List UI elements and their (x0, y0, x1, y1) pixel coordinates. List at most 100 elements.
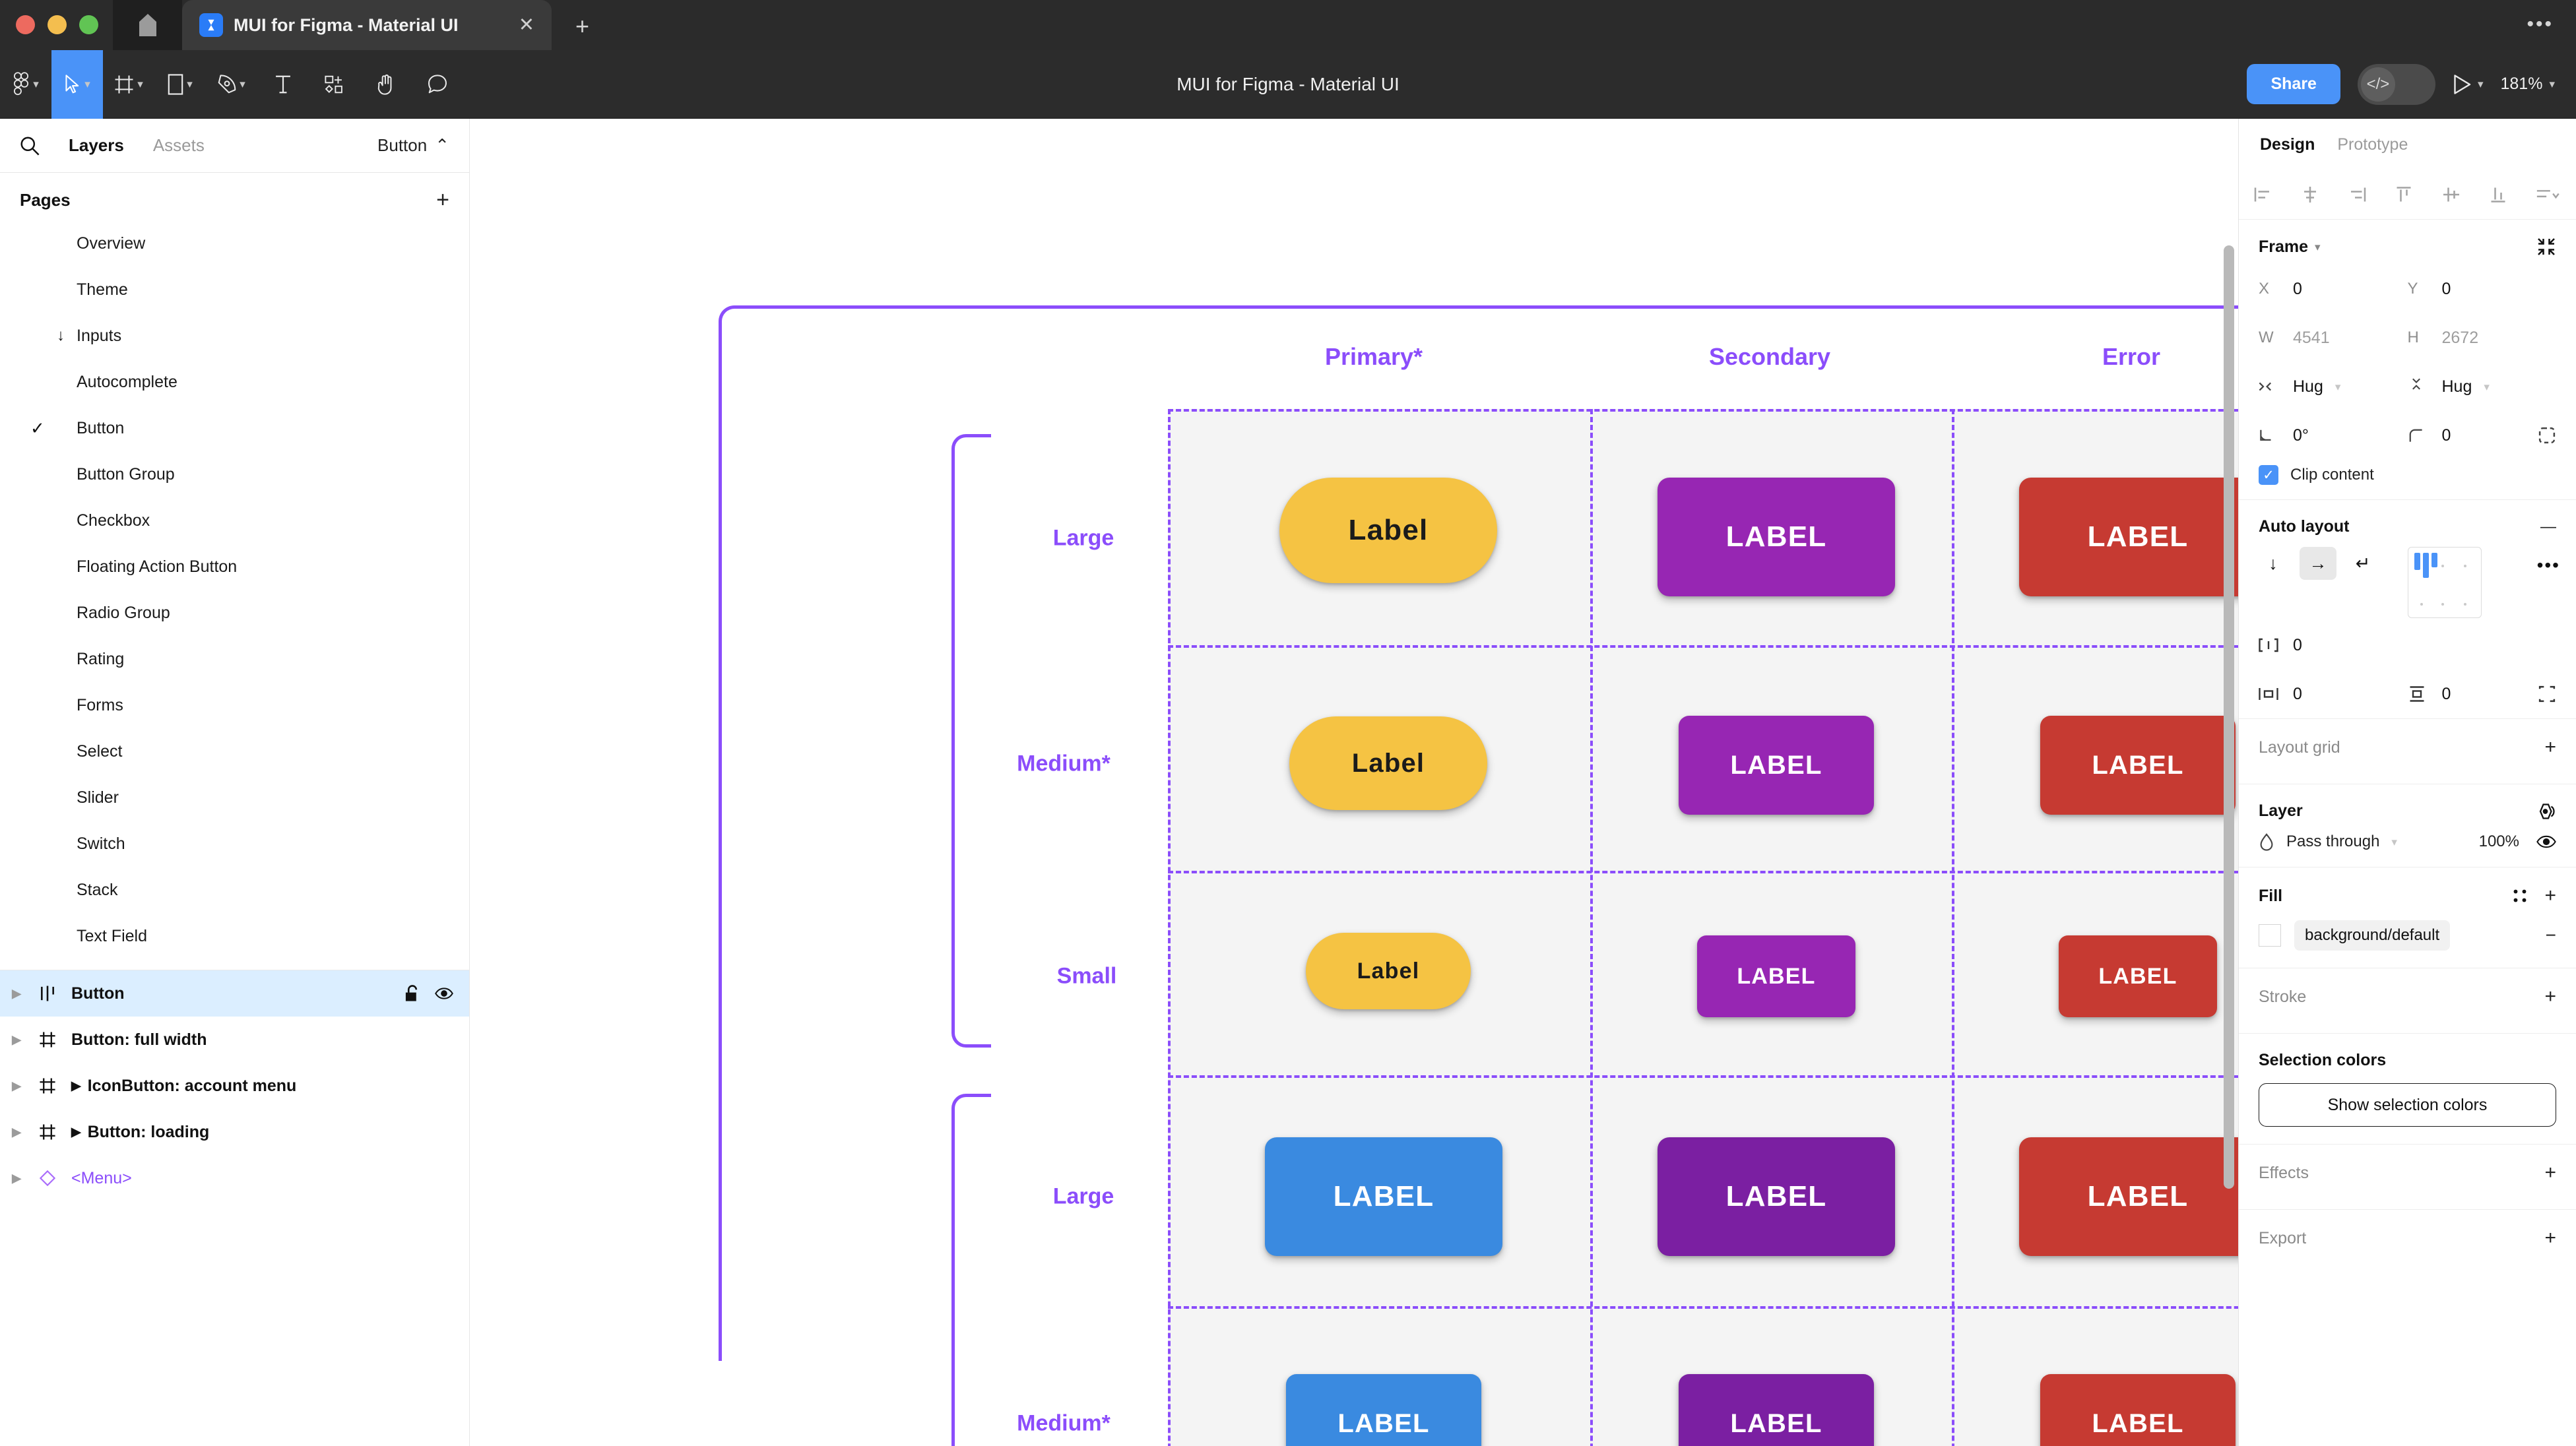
dev-mode-toggle[interactable]: </> (2357, 63, 2435, 105)
variant-button-contained-error-medium[interactable]: LABEL (2040, 1374, 2236, 1446)
variant-button-secondary-large[interactable]: LABEL (1658, 478, 1895, 596)
comment-tool-icon[interactable] (412, 50, 463, 119)
chevron-down-icon[interactable]: ▾ (2391, 835, 2397, 848)
add-effect-button[interactable]: + (2544, 1162, 2556, 1183)
page-item-rating[interactable]: Rating (0, 636, 469, 682)
add-page-button[interactable]: + (436, 187, 449, 212)
auto-layout-alignment-pad[interactable] (2408, 547, 2482, 618)
corner-radius-field[interactable]: 0 (2408, 415, 2557, 456)
direction-horizontal-icon[interactable]: → (2300, 547, 2336, 580)
visibility-icon[interactable] (2536, 834, 2556, 849)
variant-button-primary-small-rounded[interactable]: Label (1306, 933, 1471, 1009)
layer-row-button-loading[interactable]: ▶ ▶ Button: loading (0, 1109, 469, 1155)
align-top-icon[interactable] (2394, 185, 2414, 204)
chevron-down-icon[interactable]: ▾ (84, 78, 90, 90)
chevron-right-icon[interactable]: ▶ (12, 1079, 21, 1092)
auto-layout-more-options[interactable]: ••• (2536, 555, 2560, 575)
clip-content-checkbox[interactable]: ✓ (2259, 465, 2278, 485)
minimize-window-button[interactable] (48, 15, 67, 34)
align-right-icon[interactable] (2347, 185, 2367, 204)
tab-prototype[interactable]: Prototype (2337, 135, 2408, 154)
page-item-radio-group[interactable]: Radio Group (0, 590, 469, 636)
x-position-field[interactable]: X 0 (2259, 268, 2408, 309)
page-item-checkbox[interactable]: Checkbox (0, 497, 469, 544)
vertical-padding-field[interactable]: 0 (2408, 674, 2557, 714)
variant-button-contained-primary-large[interactable]: LABEL (1265, 1137, 1502, 1256)
expand-arrow-icon[interactable]: ▶ (71, 1125, 81, 1139)
frame-tool-icon[interactable]: ▾ (103, 50, 154, 119)
fill-style-token[interactable]: background/default (2294, 920, 2451, 951)
variant-button-error-small[interactable]: LABEL (2059, 935, 2217, 1017)
variant-button-contained-error-large[interactable]: LABEL (2019, 1137, 2238, 1256)
fill-color-swatch[interactable] (2259, 924, 2281, 947)
canvas-vertical-scrollbar[interactable] (2224, 245, 2234, 1189)
page-item-switch[interactable]: Switch (0, 821, 469, 867)
tab-assets[interactable]: Assets (152, 135, 205, 155)
tab-design[interactable]: Design (2260, 135, 2315, 154)
chevron-down-icon[interactable]: ▾ (2477, 78, 2484, 90)
resources-tool-icon[interactable] (309, 50, 360, 119)
new-tab-button[interactable]: + (575, 13, 590, 40)
page-item-button[interactable]: ✓ Button (0, 405, 469, 451)
direction-wrap-icon[interactable]: ↵ (2355, 553, 2371, 573)
page-item-slider[interactable]: Slider (0, 774, 469, 821)
align-left-icon[interactable] (2253, 185, 2273, 204)
page-item-autocomplete[interactable]: Autocomplete (0, 359, 469, 405)
chevron-right-icon[interactable]: ▶ (12, 986, 21, 1000)
page-item-button-group[interactable]: Button Group (0, 451, 469, 497)
zoom-level-selector[interactable]: 181% ▾ (2501, 75, 2556, 94)
chevron-down-icon[interactable]: ▾ (240, 78, 245, 90)
fill-styles-icon[interactable] (2511, 887, 2528, 904)
horizontal-resizing-select[interactable]: Hug ▾ (2259, 366, 2408, 407)
align-horizontal-center-icon[interactable] (2300, 185, 2320, 204)
collapse-to-fit-icon[interactable] (2536, 237, 2556, 257)
tab-layers[interactable]: Layers (69, 135, 124, 155)
page-item-theme[interactable]: Theme (0, 267, 469, 313)
width-field[interactable]: W 4541 (2259, 317, 2408, 358)
unlock-icon[interactable] (404, 985, 420, 1002)
add-export-button[interactable]: + (2544, 1227, 2556, 1249)
page-item-overview[interactable]: Overview (0, 220, 469, 267)
variant-button-primary-medium-rounded[interactable]: Label (1289, 716, 1487, 810)
distribute-menu-icon[interactable] (2535, 185, 2561, 204)
variant-button-contained-primary-medium[interactable]: LABEL (1286, 1374, 1481, 1446)
chevron-down-icon[interactable]: ▾ (2315, 240, 2321, 253)
individual-padding-icon[interactable] (2538, 685, 2556, 703)
chevron-down-icon[interactable]: ▾ (137, 78, 143, 90)
maximize-window-button[interactable] (79, 15, 98, 34)
browser-overflow-menu-icon[interactable]: ••• (2527, 13, 2554, 35)
home-button[interactable] (113, 0, 182, 50)
variant-button-primary-large-rounded[interactable]: Label (1279, 478, 1497, 583)
page-item-stack[interactable]: Stack (0, 867, 469, 913)
variant-button-secondary-small[interactable]: LABEL (1697, 935, 1855, 1017)
remove-auto-layout-button[interactable]: — (2540, 517, 2556, 536)
present-button[interactable]: ▾ (2453, 74, 2484, 94)
pen-tool-icon[interactable]: ▾ (206, 50, 257, 119)
browser-tab[interactable]: MUI for Figma - Material UI ✕ (182, 0, 552, 50)
variant-button-error-large[interactable]: LABEL (2019, 478, 2238, 596)
hand-tool-icon[interactable] (360, 50, 412, 119)
remove-fill-button[interactable]: − (2545, 925, 2556, 945)
chevron-right-icon[interactable]: ▶ (12, 1032, 21, 1046)
independent-corners-icon[interactable] (2538, 426, 2556, 445)
chevron-right-icon[interactable]: ▶ (12, 1125, 21, 1139)
show-selection-colors-button[interactable]: Show selection colors (2259, 1083, 2556, 1127)
height-field[interactable]: H 2672 (2408, 317, 2557, 358)
search-icon[interactable] (20, 136, 54, 156)
align-bottom-icon[interactable] (2488, 185, 2508, 204)
variant-button-contained-secondary-large[interactable]: LABEL (1658, 1137, 1895, 1256)
horizontal-padding-field[interactable]: 0 (2259, 674, 2408, 714)
visibility-icon[interactable] (435, 986, 453, 1001)
opacity-value[interactable]: 100% (2478, 833, 2519, 850)
tab-close-icon[interactable]: ✕ (518, 14, 534, 36)
chevron-down-icon[interactable]: ▾ (2334, 380, 2341, 393)
move-tool-icon[interactable]: ▾ (51, 49, 103, 119)
page-item-inputs[interactable]: ↓ Inputs (0, 313, 469, 359)
figma-menu-icon[interactable]: ▾ (0, 50, 51, 119)
add-stroke-button[interactable]: + (2544, 986, 2556, 1007)
page-item-select[interactable]: Select (0, 728, 469, 774)
chevron-down-icon[interactable]: ▾ (2549, 78, 2555, 90)
shape-tool-icon[interactable]: ▾ (154, 50, 206, 119)
page-item-text-field[interactable]: Text Field (0, 913, 469, 959)
direction-vertical-icon[interactable]: ↓ (2269, 553, 2278, 573)
